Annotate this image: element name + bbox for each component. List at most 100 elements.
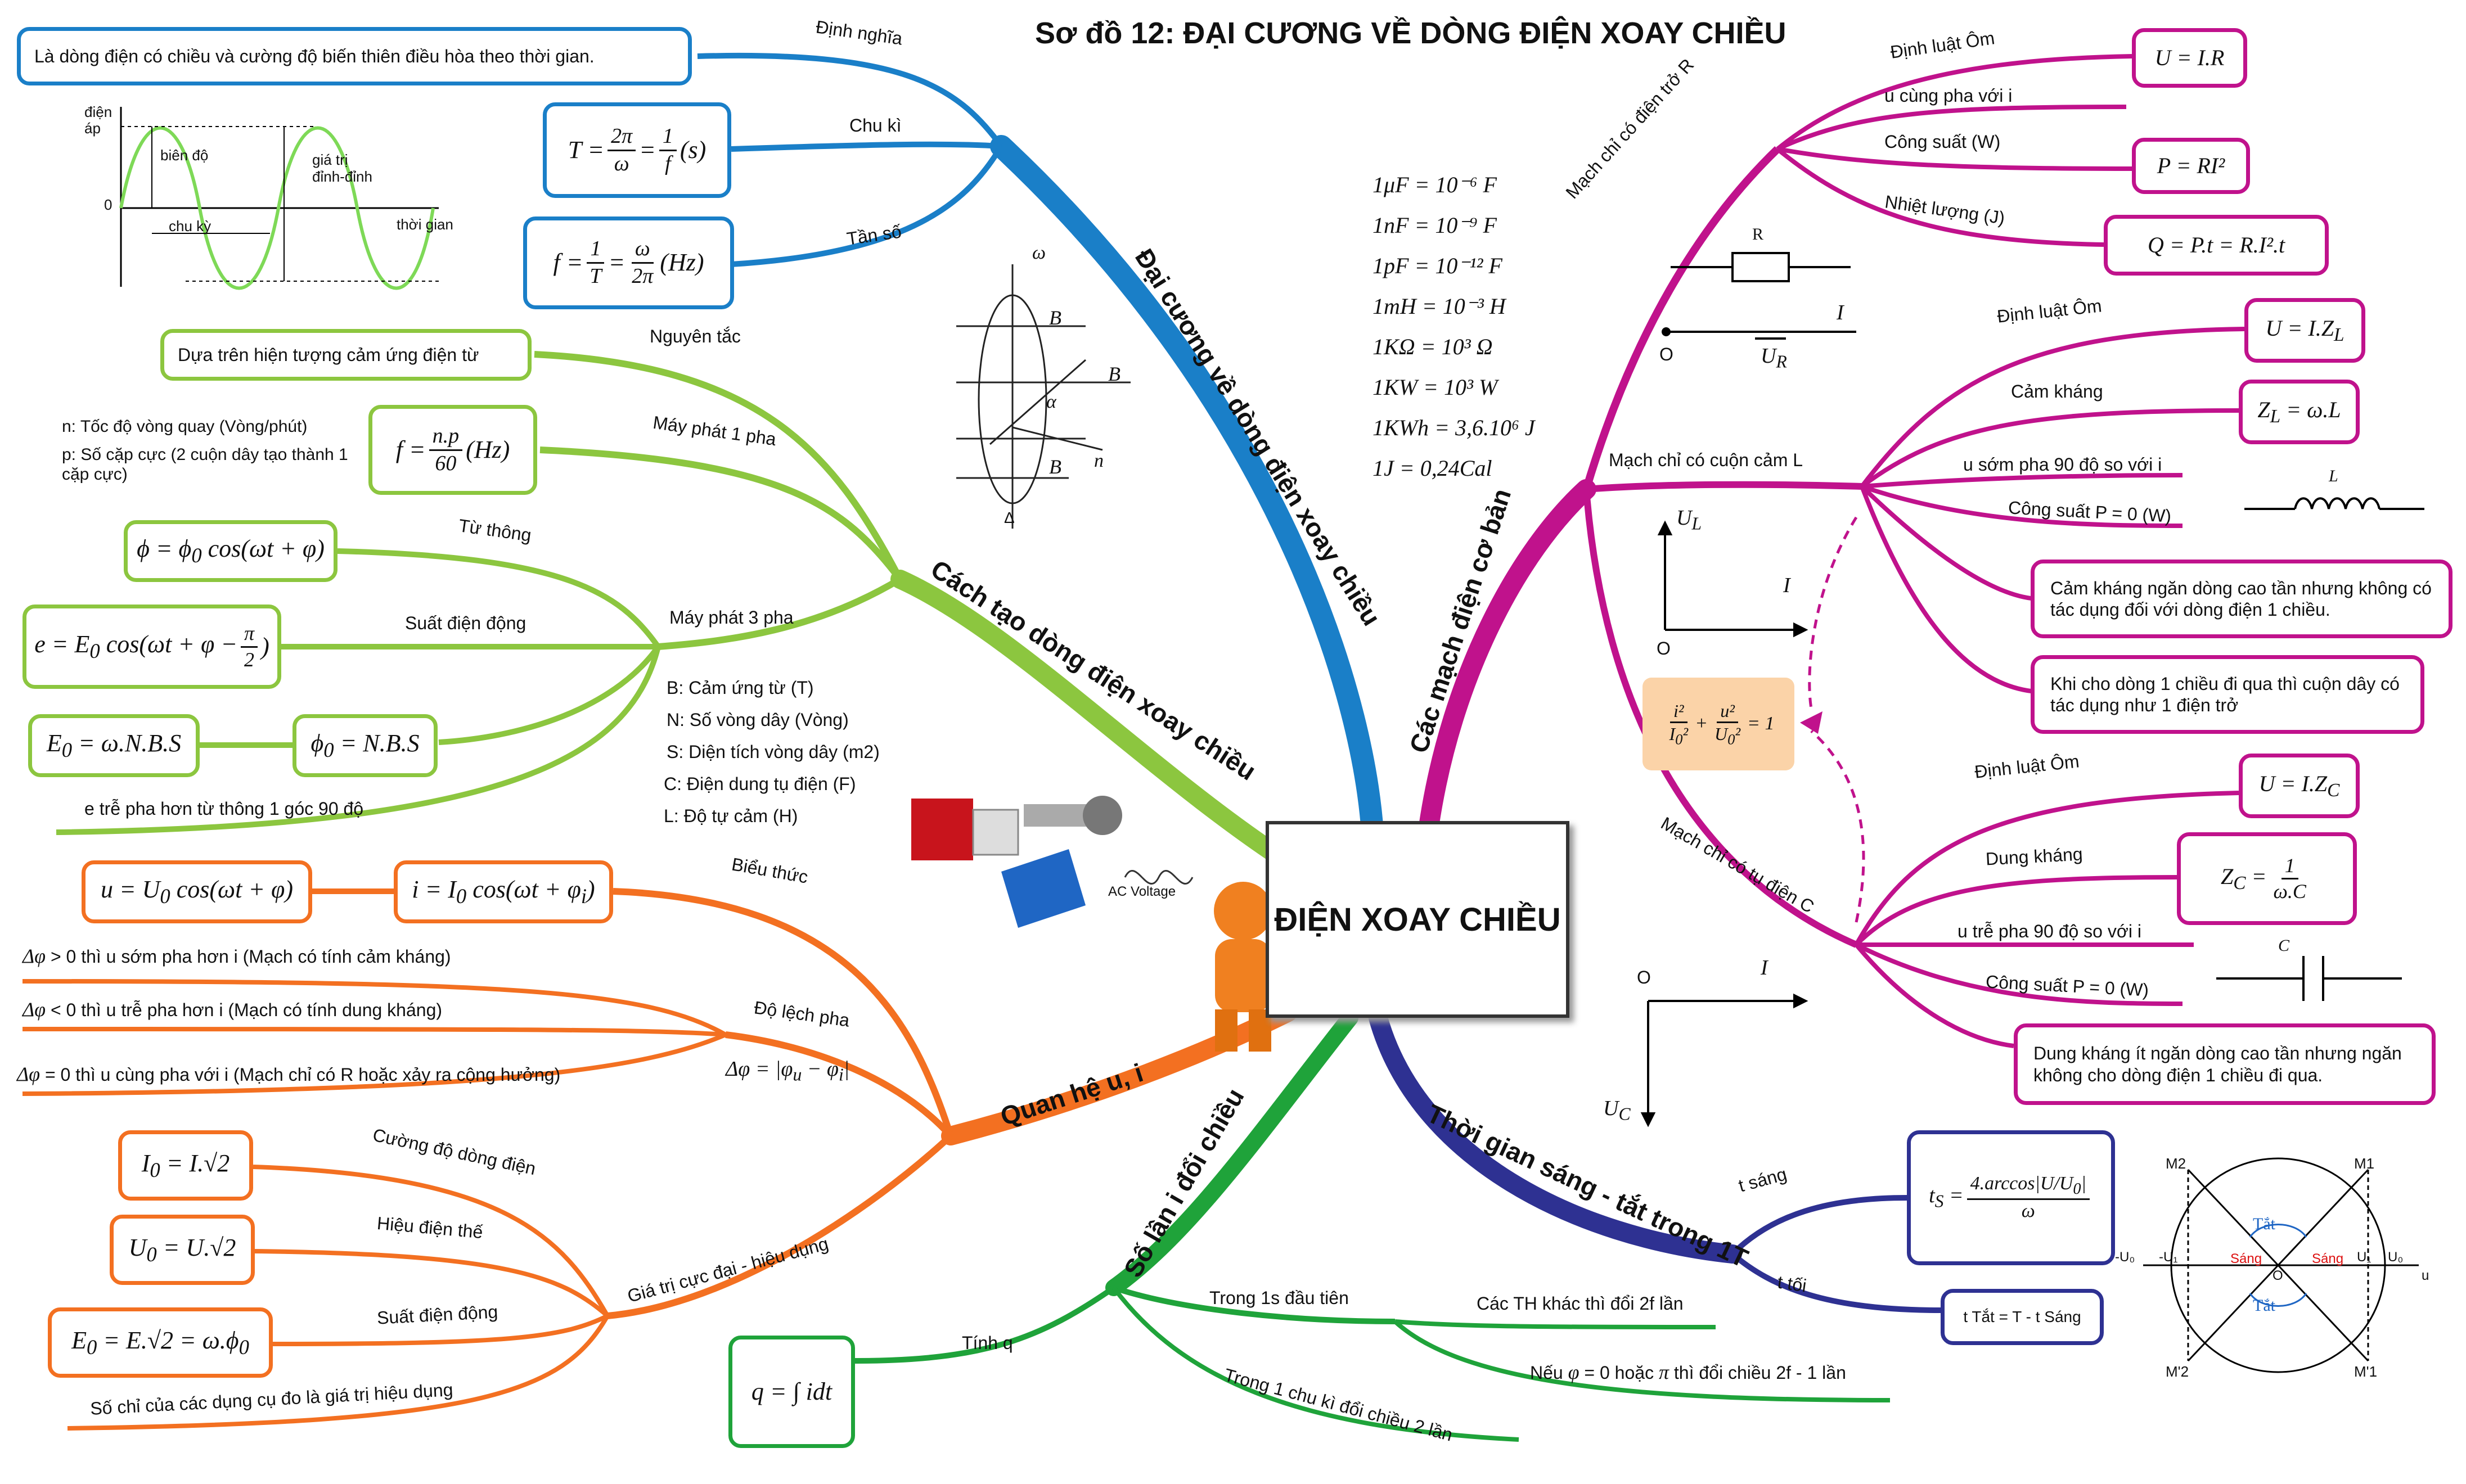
C-note-box: Dung kháng ít ngăn dòng cao tần nhưng ng… (2014, 1023, 2436, 1105)
branch-orange-phase (725, 1031, 953, 1139)
graph-zero-label: 0 (104, 196, 112, 213)
phase-eq-text: = 0 thì u cùng pha với i (Mạch chỉ có R … (44, 1064, 561, 1085)
phase-gt-text: > 0 thì u sớm pha hơn i (Mạch có tính cả… (50, 946, 451, 967)
coil-alpha-label: α (1046, 391, 1056, 412)
unit-0: 1μF = 10⁻⁶ F (1372, 172, 1497, 197)
branch-mag-R-power (1777, 147, 2132, 171)
graph-peak-label: giá trị đỉnh-đỉnh (312, 151, 372, 185)
coil-omega-label: ω (1032, 242, 1046, 263)
branch-orange-current (253, 1165, 610, 1317)
unit-4: 1KΩ = 10³ Ω (1372, 334, 1493, 359)
C-vector-UC: UC (1603, 1097, 1631, 1124)
unit-2: 1pF = 10⁻¹² F (1372, 253, 1502, 278)
U0-formula: U0 = U.√2 (110, 1215, 255, 1285)
note-n: n: Tốc độ vòng quay (Vòng/phút) (62, 417, 308, 436)
off-time-formula: t Tắt = T - t Sáng (1941, 1289, 2104, 1345)
charge-label: Tính q (962, 1333, 1013, 1353)
inductor-vector-diagram (1657, 520, 1808, 638)
R-power-label: Công suất (W) (1884, 132, 2001, 152)
phi0-formula: ϕ0 = N.B.S (292, 714, 438, 777)
lamp-circle-diagram (2143, 1157, 2419, 1373)
u-expression: u = U0 cos(ωt + φ) (82, 860, 312, 923)
unit-3: 1mH = 10⁻³ H (1372, 294, 1506, 319)
central-node[interactable]: ĐIỆN XOAY CHIỀU (1266, 821, 1569, 1018)
branch-dg-first (1113, 1285, 1396, 1324)
C-vector-I: I (1761, 956, 1768, 980)
L-note2-box: Khi cho dòng 1 chiều đi qua thì cuộn dây… (2031, 655, 2424, 734)
flux-formula: ϕ = ϕ0 cos(ωt + φ) (124, 520, 338, 582)
emf-label: Suất điện động (405, 613, 526, 633)
unit-7: 1J = 0,24Cal (1372, 455, 1492, 481)
branch-darkgreen-trunk (1105, 1009, 1358, 1296)
circle-u-axis: u (2422, 1268, 2429, 1283)
resistor-origin-dot (1662, 327, 1671, 336)
graph-y-label: điện áp (84, 103, 112, 137)
legend-S: S: Diện tích vòng dây (m2) (667, 742, 880, 762)
L-note1-box: Cảm kháng ngăn dòng cao tần nhưng không … (2031, 560, 2452, 638)
legend-C: C: Điện dung tụ điện (F) (664, 774, 856, 794)
branch-mag-R-ohm (1776, 54, 2132, 151)
legend-B: B: Cảm ứng từ (T) (667, 678, 814, 698)
branch-mag-R (1582, 146, 1780, 490)
R-vector-I: I (1837, 301, 1844, 324)
graph-time-label: thời gian (397, 216, 453, 233)
L-origin-label: O (1657, 638, 1671, 658)
threephase-label: Máy phát 3 pha (669, 607, 794, 628)
L-vector-I: I (1783, 574, 1790, 597)
L-inductive-label: Cảm kháng (2011, 381, 2103, 402)
circle-M1: M1 (2354, 1155, 2375, 1172)
phase-lt-text: < 0 thì u trễ pha hơn i (Mạch có tính du… (50, 1000, 443, 1020)
branch-green-e0 (438, 645, 661, 745)
C-origin-label: O (1637, 967, 1651, 987)
branch-mag-L (1586, 481, 1862, 493)
circle-off-bottom: Tắt (2253, 1296, 2275, 1315)
branch-green-flux (337, 548, 661, 648)
branch-mag-R-heat (1776, 147, 2104, 247)
capacitor-symbol (2216, 956, 2402, 1001)
branch-mag-L-note2 (1860, 485, 2037, 694)
phi-case-row: Nếu φ = 0 hoặc π thì đổi chiều 2f - 1 lầ… (1530, 1361, 1846, 1383)
R-power-formula: P = RI² (2132, 138, 2250, 194)
period-label: Chu kì (849, 115, 902, 136)
phase-formula: Δφ = |φu − φi| (726, 1057, 850, 1085)
branch-green-threephase (658, 576, 902, 650)
branch-mag-C-note (1854, 943, 2014, 1048)
other-cases-label: Các TH khác thì đổi 2f lần (1477, 1293, 1684, 1314)
branch-mag-C-cap (1855, 875, 2177, 946)
C-ohm-formula: U = I.ZC (2239, 754, 2360, 818)
circle-negU0: -U₀ (2115, 1250, 2135, 1265)
circle-off-top: Tắt (2253, 1215, 2275, 1233)
branch-orange-phase-lt (22, 1027, 726, 1037)
branch-orange-expression (613, 888, 954, 1137)
dashed-arrow-from-L (1808, 516, 1858, 709)
coil-axis-label: Δ (1004, 509, 1015, 526)
branch-navy-off (1730, 1252, 1941, 1313)
circle-M1p: M'1 (2354, 1363, 2378, 1380)
R-vector-UR: UR (1761, 344, 1787, 372)
branch-dg-other (1394, 1319, 1716, 1329)
inductor-symbol-label: L (2329, 467, 2338, 485)
circle-M2p: M'2 (2166, 1363, 2189, 1380)
i-expression: i = I0 cos(ωt + φi) (394, 860, 613, 923)
circle-M2: M2 (2166, 1155, 2186, 1172)
on-time-formula: tS = 4.arccos|U/U0|ω (1907, 1130, 2115, 1265)
branch-green-lag (56, 646, 661, 835)
generator-illustration (911, 796, 1194, 928)
circle-negU1: -U₁ (2159, 1250, 2178, 1265)
capacitor-vector-diagram (1640, 993, 1808, 1127)
coil-B-label-2: B (1108, 363, 1120, 385)
branch-navy-on (1730, 1195, 1907, 1256)
branch-mag-R-phase (1776, 105, 2127, 151)
branch-mag-L-ohm (1860, 327, 2245, 488)
branch-mag-L-lead (1861, 473, 2183, 489)
dashed-arrow-head (1800, 711, 1822, 734)
legend-L: L: Độ tự cảm (H) (664, 806, 798, 826)
branch-blue-period (731, 141, 1002, 152)
graph-amplitude-label: biên độ (160, 147, 209, 164)
note-p: p: Số cặp cực (2 cuộn dây tạo thành 1 cặ… (62, 445, 348, 484)
L-circuit-label: Mạch chỉ có cuộn cảm L (1609, 450, 1803, 470)
